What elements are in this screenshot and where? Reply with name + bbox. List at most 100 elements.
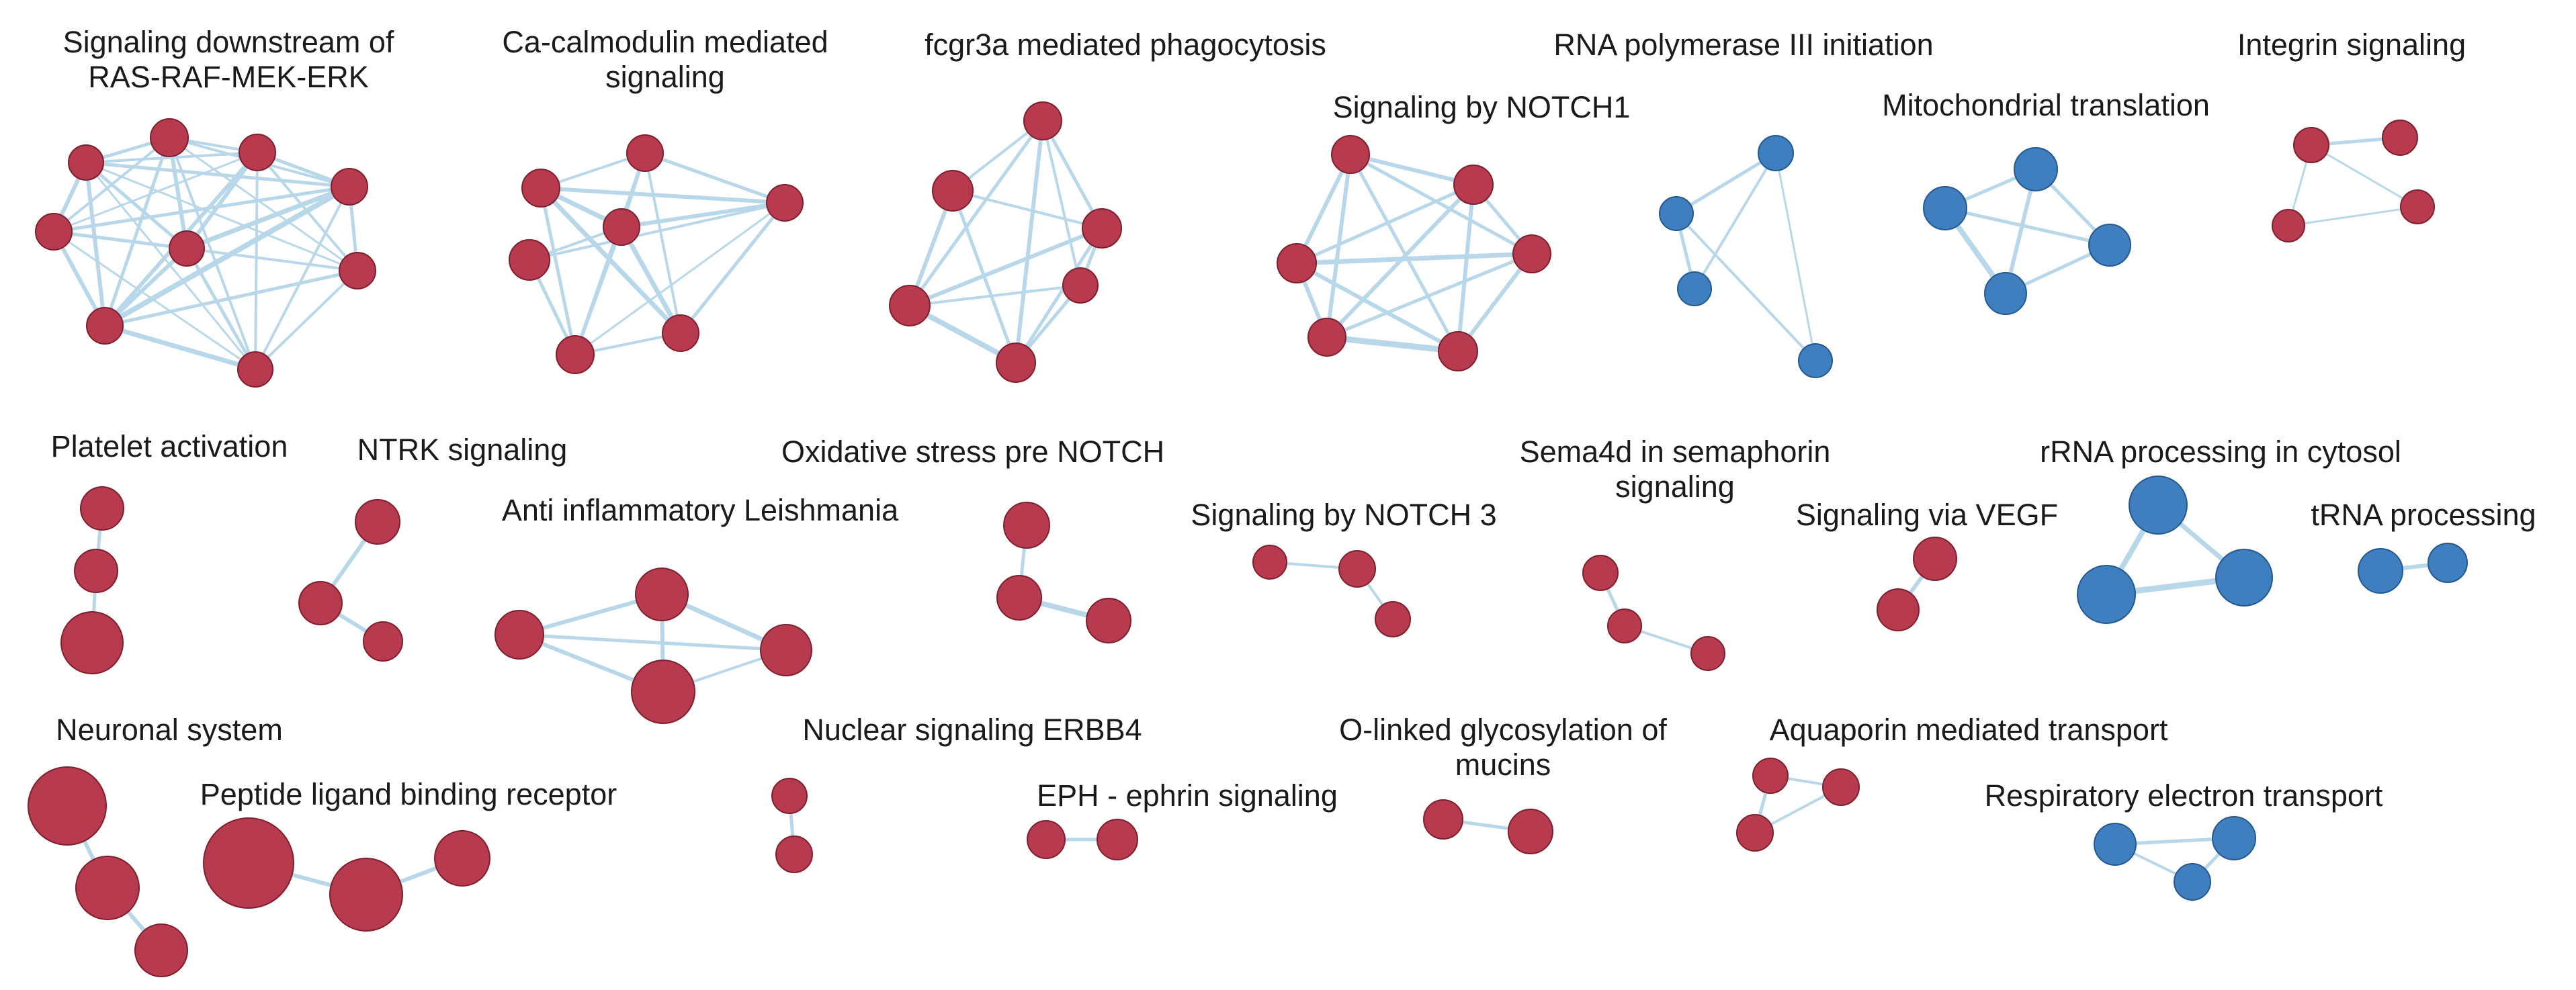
network-node [1027,820,1066,859]
network-node [1023,101,1062,140]
network-node [635,568,689,621]
network-edge [1456,252,1534,353]
network-node [1252,545,1287,580]
network-node [1758,135,1794,171]
network-edge [1041,119,1104,230]
network-node [1690,636,1725,671]
network-node [239,134,276,171]
network-edge [619,224,683,336]
cluster-label: Respiratory electron transport [1985,778,2383,813]
network-edge [52,151,259,233]
network-node [996,575,1042,621]
network-node [2400,189,2435,224]
network-edge [1456,183,1475,353]
network-edge [1693,152,1777,290]
network-node [1582,555,1619,591]
network-node [1923,186,1967,230]
cluster-label-line: signaling [605,60,725,94]
network-node [996,343,1036,383]
network-node [2174,863,2211,901]
cluster-label: Signaling via VEGF [1796,498,2058,532]
network-node [134,924,188,977]
network-node [60,611,124,674]
network-node [2382,120,2418,156]
network-edge [85,161,359,272]
network-node [1913,537,1957,581]
cluster-label: Oxidative stress pre NOTCH [781,435,1164,469]
network-node [1677,271,1712,306]
network-node [760,624,812,676]
network-edge [254,185,351,371]
cluster-label-line: O-linked glycosylation of [1339,713,1667,747]
network-node [556,335,595,374]
network-node [1822,768,1860,806]
network-node [1338,550,1376,588]
network-edge [517,633,788,652]
network-node [1798,343,1833,378]
network-node [521,169,560,208]
network-node [2077,565,2136,624]
network-edge [102,184,352,328]
network-edge [184,184,352,251]
network-edge [908,226,1104,308]
network-node [434,830,490,887]
network-node [1277,243,1317,283]
network-edge [168,136,257,371]
network-node [329,858,403,932]
cluster-label: Signaling by NOTCH 3 [1191,498,1496,532]
network-edge [1348,152,1460,353]
cluster-label: Platelet activation [51,429,288,463]
network-edge [2310,144,2419,208]
network-edge [573,225,624,357]
network-node [86,307,124,345]
network-node [1984,272,2027,315]
network-edge [1943,206,2112,247]
cluster-label: Integrin signaling [2237,28,2466,62]
network-node [1508,809,1553,854]
network-edge [1294,251,1535,266]
network-node [1453,165,1494,205]
network-node [68,144,104,181]
network-node [2272,209,2305,242]
network-node [1659,196,1694,231]
network-node [1877,588,1920,631]
network-node [74,549,118,593]
cluster-label-line: Ca-calmodulin mediated [502,25,828,59]
network-edge [1014,226,1104,365]
network-node [2014,147,2058,191]
cluster-label-line: signaling [1615,469,1735,504]
cluster-label: Peptide ligand binding receptor [200,777,617,811]
network-edge [1675,212,1817,362]
network-edge [1295,261,1460,353]
network-node [203,817,294,909]
network-node [1438,331,1478,371]
network-edge [574,201,786,356]
network-edge [103,269,359,328]
cluster-label-line: mucins [1455,748,1551,782]
network-edge [84,161,189,251]
network-node [2212,816,2256,860]
network-edge [52,230,189,251]
network-edge [908,119,1045,308]
network-node [1752,758,1789,794]
network-edge [254,269,359,371]
cluster-label-line: RAS-RAF-MEK-ERK [88,60,369,94]
network-node [1736,814,1774,852]
network-edge [103,136,171,328]
cluster-label: Anti inflammatory Leishmania [502,493,899,527]
network-node [339,252,376,289]
network-edge [679,201,787,335]
network-node [662,314,699,352]
network-node [932,170,974,212]
network-node [355,499,400,545]
network-edge [1324,334,1461,355]
network-node [1097,819,1138,860]
network-edge [1041,120,1082,287]
cluster-label: fcgr3a mediated phagocytosis [925,28,1326,62]
network-edge [619,201,787,229]
cluster-label: Signaling by NOTCH1 [1333,90,1631,124]
network-edge [1295,152,1353,265]
network-edge [168,136,359,272]
